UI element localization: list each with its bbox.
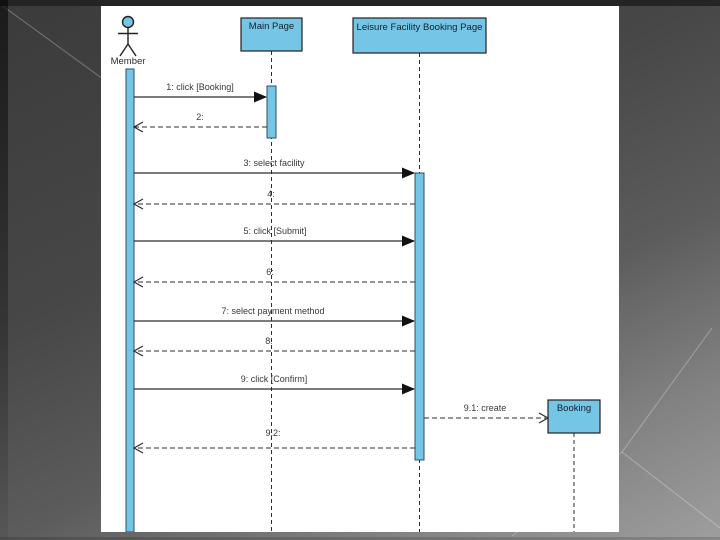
object-label-booking: Booking bbox=[557, 403, 591, 414]
message-4-label: 4: bbox=[267, 189, 275, 199]
activation-bar-main-page bbox=[266, 85, 277, 139]
object-label-main-page: Main Page bbox=[249, 21, 294, 32]
arrowhead-solid bbox=[402, 315, 415, 327]
message-8-return: 8: bbox=[132, 336, 415, 357]
activation-bar-leisure-page bbox=[414, 172, 425, 461]
arrowhead-solid bbox=[402, 235, 415, 247]
message-3-label: 3: select facility bbox=[243, 158, 305, 168]
activation-bar-member bbox=[125, 68, 135, 533]
message-9-call: 9: click [Confirm] bbox=[134, 374, 415, 395]
message-2-return: 2: bbox=[132, 112, 267, 133]
arrowhead-open bbox=[132, 442, 144, 454]
object-label-leisure-page: Leisure Facility Booking Page bbox=[357, 22, 483, 33]
actor-member-icon bbox=[118, 15, 138, 57]
arrowhead-solid bbox=[402, 167, 415, 179]
message-6-label: 6: bbox=[266, 267, 274, 277]
arrowhead-open bbox=[132, 276, 144, 288]
arrowhead-open bbox=[132, 345, 144, 357]
diagram-canvas: Member Main Page Leisure Facility Bookin… bbox=[101, 6, 619, 533]
object-box-main-page: Main Page bbox=[240, 17, 303, 52]
object-box-leisure-page: Leisure Facility Booking Page bbox=[352, 17, 487, 54]
message-5-label: 5: click [Submit] bbox=[243, 226, 306, 236]
object-box-booking: Booking bbox=[547, 399, 601, 434]
arrowhead-open bbox=[132, 121, 144, 133]
message-4-return: 4: bbox=[132, 189, 415, 210]
slide-left-border bbox=[0, 0, 8, 540]
message-9-1-label: 9.1: create bbox=[464, 403, 507, 413]
slide-top-border bbox=[0, 0, 720, 6]
sequence-diagram: Member Main Page Leisure Facility Bookin… bbox=[111, 15, 601, 533]
message-2-label: 2: bbox=[196, 112, 204, 122]
message-9-1-create: 9.1: create bbox=[424, 403, 550, 424]
actor-member-label: Member bbox=[111, 56, 146, 67]
message-8-label: 8: bbox=[265, 336, 273, 346]
message-7-label: 7: select payment method bbox=[221, 306, 324, 316]
message-6-return: 6: bbox=[132, 267, 415, 288]
message-9-label: 9: click [Confirm] bbox=[241, 374, 308, 384]
message-9-2-return: 9.2: bbox=[132, 428, 415, 454]
message-9-2-label: 9.2: bbox=[265, 428, 280, 438]
slide-bottom-border bbox=[0, 537, 720, 540]
arrowhead-solid bbox=[402, 383, 415, 395]
message-1-call: 1: click [Booking] bbox=[134, 82, 267, 103]
message-1-label: 1: click [Booking] bbox=[166, 82, 234, 92]
message-5-call: 5: click [Submit] bbox=[134, 226, 415, 247]
message-7-call: 7: select payment method bbox=[134, 306, 415, 327]
arrowhead-open bbox=[538, 412, 550, 424]
arrowhead-solid bbox=[254, 91, 267, 103]
message-3-call: 3: select facility bbox=[134, 158, 415, 179]
arrowhead-open bbox=[132, 198, 144, 210]
